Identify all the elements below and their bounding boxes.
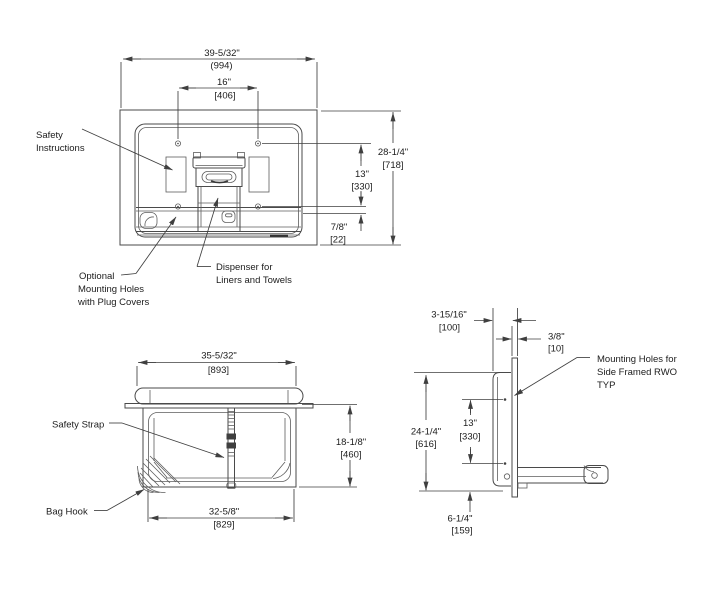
callout-text: Instructions xyxy=(36,143,85,154)
dim-side-hole-spacing: 13" [330] xyxy=(459,399,503,464)
callout-text: Safety xyxy=(36,130,63,141)
table-pivot xyxy=(503,473,511,480)
dim-overall-height: 28-1/4" [718] xyxy=(320,110,408,246)
side-mounting-hole-upper xyxy=(503,398,507,401)
callout-text: TYP xyxy=(597,380,615,391)
dim-text: 18-1/8" xyxy=(336,437,366,448)
callout-text: Optional xyxy=(79,271,114,282)
callout-bag-hook: Bag Hook xyxy=(46,489,145,518)
dim-text: 7/8" xyxy=(331,222,348,233)
tray-latch-arc xyxy=(144,216,155,227)
callout-safety-strap: Safety Strap xyxy=(52,420,225,458)
safety-strap xyxy=(226,407,237,489)
wall-flange xyxy=(511,357,518,498)
dim-open-height: 18-1/8" [460] xyxy=(299,404,366,488)
callout-optional-mounting-holes: Optional Mounting Holes with Plug Covers xyxy=(77,216,177,308)
open-front-view: 35-5/32" [893] 18-1/8" [460] 32-5/8" [82… xyxy=(46,351,366,531)
callout-text: Side Framed RWO xyxy=(597,367,677,378)
leader-line xyxy=(81,128,173,171)
dim-open-width: 35-5/32" [893] xyxy=(136,351,297,386)
dim-text-metric: [893] xyxy=(208,365,229,376)
callout-text: with Plug Covers xyxy=(77,297,150,308)
safety-instructions-plate-left xyxy=(165,156,187,193)
leader-line xyxy=(514,357,578,396)
table-arm-end xyxy=(583,465,609,484)
dim-text-metric: [829] xyxy=(213,520,234,531)
dim-text: 32-5/8" xyxy=(209,507,239,518)
pull-tray xyxy=(136,207,301,237)
unit-face-outline xyxy=(134,123,303,238)
mounting-holes xyxy=(174,140,261,210)
leader-line xyxy=(196,197,219,267)
dim-text: 39-5/32" xyxy=(204,48,240,59)
dim-bottom-clearance: 6-1/4" [159] xyxy=(447,491,473,537)
side-mounting-hole-lower xyxy=(503,462,507,465)
callout-text: Safety Strap xyxy=(52,420,104,431)
dim-text-metric: [406] xyxy=(214,91,235,102)
strap-buckle xyxy=(226,433,236,440)
arm-wall-bracket xyxy=(517,482,528,489)
callout-side-mounting-holes: Mounting Holes for Side Framed RWO TYP xyxy=(514,354,677,396)
dim-text-metric: [10] xyxy=(548,344,564,355)
dim-text-metric: [330] xyxy=(459,432,480,443)
dim-text-metric: [718] xyxy=(382,160,403,171)
callout-text: Bag Hook xyxy=(46,507,88,518)
strap-anchor xyxy=(226,482,237,489)
dim-text: 35-5/32" xyxy=(201,351,237,362)
dim-text: 16" xyxy=(217,77,231,88)
side-view: 3-15/16" [100] 3/8" [10] 24-1/4" [616] xyxy=(411,308,677,537)
dim-hole-spacing-horizontal: 16" [406] xyxy=(177,77,259,139)
unit-face-inner-line xyxy=(138,127,299,234)
dim-recess-depth: 3-15/16" [100] xyxy=(431,308,536,371)
dim-text: 28-1/4" xyxy=(378,147,408,158)
dim-text: 24-1/4" xyxy=(411,427,441,438)
dim-text: 13" xyxy=(355,169,369,180)
dim-text-metric: [330] xyxy=(351,182,372,193)
dim-text-metric: [616] xyxy=(415,439,436,450)
dim-text-metric: [22] xyxy=(330,235,346,246)
tray-handle-slot xyxy=(225,213,233,218)
dim-hole-spacing-vertical: 13" [330] xyxy=(262,143,373,207)
tray-handle-tab xyxy=(221,210,236,223)
dim-text: 13" xyxy=(463,418,477,429)
dim-text-metric: [159] xyxy=(451,526,472,537)
bed-inner-outline xyxy=(148,412,291,482)
dim-side-height: 24-1/4" [616] xyxy=(411,372,503,492)
tray-latch-left xyxy=(139,212,158,229)
bed-outline xyxy=(142,407,297,488)
dispenser xyxy=(192,152,246,232)
dim-flange-thickness: 3/8" [10] xyxy=(496,332,565,355)
dim-overall-width: 39-5/32" (994) xyxy=(120,48,318,108)
dim-text: 3/8" xyxy=(548,332,565,343)
callout-text: Dispenser for xyxy=(216,262,273,273)
dim-text-metric: (994) xyxy=(210,61,232,72)
leader-line xyxy=(121,422,225,458)
safety-instructions-plate-right xyxy=(248,156,270,193)
callout-text: Liners and Towels xyxy=(216,275,292,286)
dim-text-metric: [460] xyxy=(340,450,361,461)
front-closed-view: 39-5/32" (994) 16" [406] 28-1/4" [718] xyxy=(36,48,408,308)
callout-safety-instructions: Safety Instructions xyxy=(36,128,173,171)
dim-text-metric: [100] xyxy=(439,323,460,334)
leader-line xyxy=(135,216,177,274)
bed-corner-right xyxy=(272,462,291,479)
callout-dispenser: Dispenser for Liners and Towels xyxy=(196,197,292,286)
wall-recess-frame xyxy=(119,109,318,246)
leader-line xyxy=(106,489,145,511)
dim-bed-width: 32-5/8" [829] xyxy=(147,489,295,531)
callout-text: Mounting Holes for xyxy=(597,354,677,365)
dim-tray-offset: 7/8" [22] xyxy=(303,213,366,246)
open-table-arm xyxy=(517,465,609,489)
dim-text: 6-1/4" xyxy=(447,514,472,525)
callout-text: Mounting Holes xyxy=(78,284,144,295)
dim-text: 3-15/16" xyxy=(431,310,467,321)
bag-hook-hatch xyxy=(137,455,181,493)
